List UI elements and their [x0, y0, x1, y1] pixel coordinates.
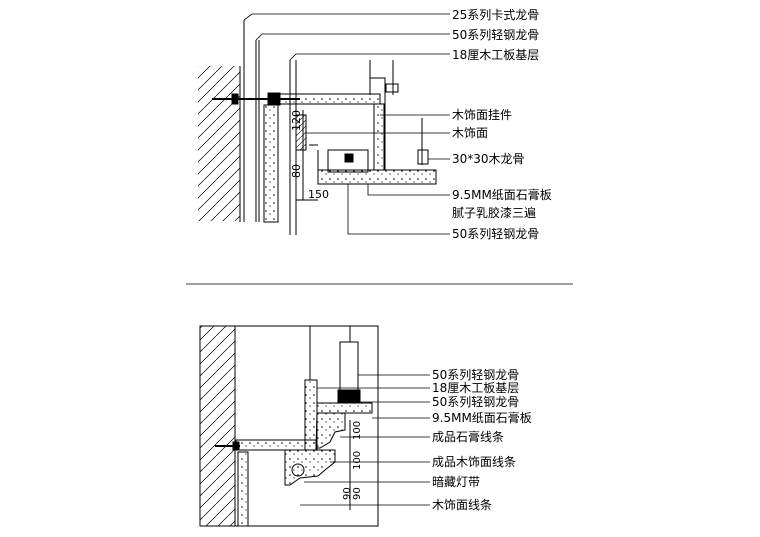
- bottom-wood-panel: [237, 451, 249, 527]
- label-b-50-steel-keel: 50系列轻钢龙骨: [432, 368, 519, 382]
- dim-80: 80: [290, 164, 303, 178]
- top-labels: 25系列卡式龙骨 50系列轻钢龙骨 18厘木工板基层 木饰面挂件 木饰面 30*…: [452, 8, 552, 241]
- dim-120: 120: [290, 110, 303, 131]
- bottom-plywood-base: [235, 439, 317, 451]
- label-b-wood-molding: 成品木饰面线条: [432, 455, 516, 469]
- label-50-steel-keel: 50系列轻钢龙骨: [452, 28, 539, 42]
- bottom-gypsum-board: [316, 402, 373, 414]
- label-wood-keel: 30*30木龙骨: [452, 152, 525, 166]
- label-b-18mm-plywood: 18厘木工板基层: [432, 381, 519, 395]
- top-detail: 120 80 150: [198, 20, 437, 235]
- label-18mm-plywood: 18厘木工板基层: [452, 48, 539, 62]
- label-b-50-steel-keel-2: 50系列轻钢龙骨: [432, 395, 519, 409]
- label-putty-paint: 腻子乳胶漆三遍: [452, 205, 536, 220]
- bottom-detail: 100 100 90 90: [199, 325, 379, 527]
- dim-150: 150: [308, 188, 329, 201]
- top-plywood-base: [279, 93, 381, 105]
- bottom-leaders: [300, 374, 430, 506]
- label-wood-veneer: 木饰面: [452, 126, 488, 140]
- bottom-wall-hatch: [200, 326, 235, 526]
- label-gypsum-board: 9.5MM纸面石膏板: [452, 187, 552, 202]
- label-b-gypsum-board: 9.5MM纸面石膏板: [432, 410, 532, 425]
- dim-100-b: 100: [352, 451, 363, 470]
- dim-100-a: 100: [352, 421, 363, 440]
- top-wall-hatch: [198, 66, 240, 221]
- bottom-labels: 50系列轻钢龙骨 18厘木工板基层 50系列轻钢龙骨 9.5MM纸面石膏板 成品…: [432, 368, 532, 512]
- label-50-steel-keel-lower: 50系列轻钢龙骨: [452, 227, 539, 241]
- dim-90-b: 90: [352, 487, 363, 500]
- bottom-gypsum-cornice: [315, 412, 346, 449]
- label-b-wood-trim: 木饰面线条: [432, 498, 492, 512]
- dim-90-a: 90: [342, 487, 353, 500]
- label-veneer-hanger: 木饰面挂件: [452, 108, 512, 122]
- label-b-gypsum-cornice: 成品石膏线条: [432, 429, 504, 444]
- top-wood-veneer-wall: [263, 104, 279, 223]
- label-b-light-strip: 暗藏灯带: [432, 474, 480, 489]
- top-leaders: [243, 13, 450, 235]
- label-25-clip-keel: 25系列卡式龙骨: [452, 8, 539, 22]
